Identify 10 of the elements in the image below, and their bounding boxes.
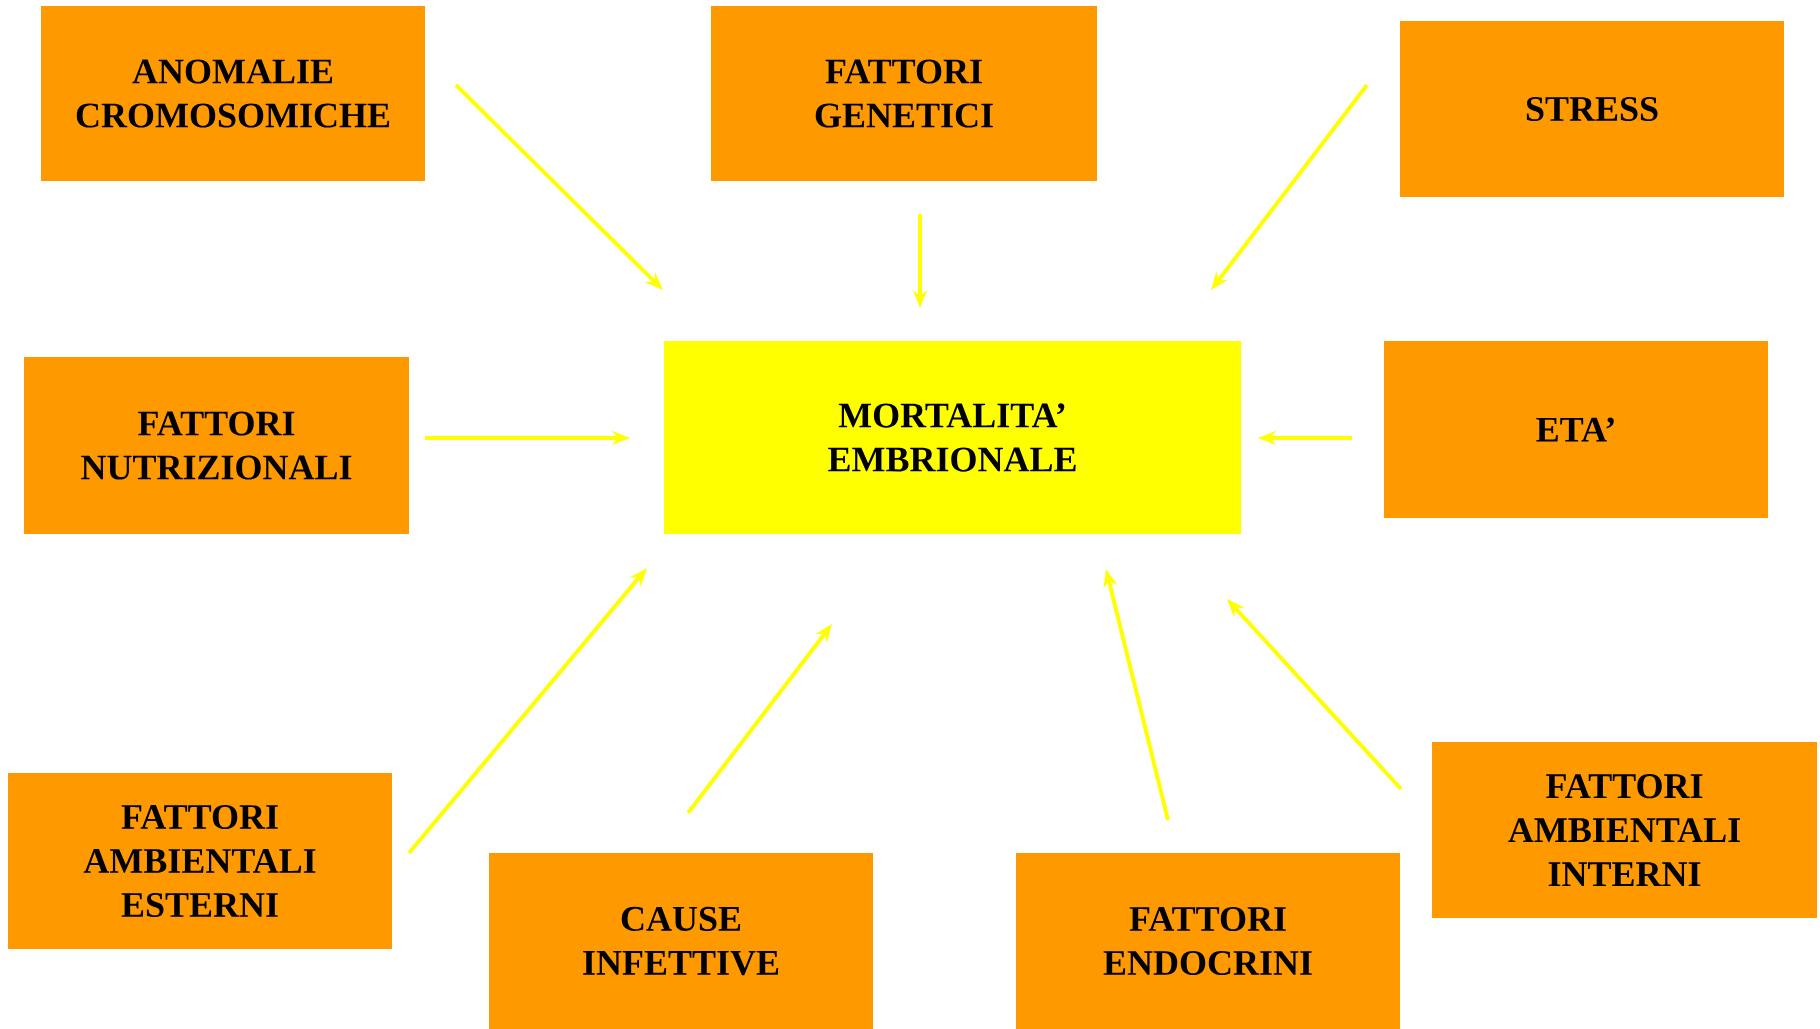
factor-box: ANOMALIE CROMOSOMICHE [41,6,425,181]
factor-box: FATTORI GENETICI [711,6,1097,181]
factor-box: ETA’ [1384,341,1768,518]
central-box: MORTALITA’ EMBRIONALE [664,341,1241,534]
factor-box: FATTORI ENDOCRINI [1016,853,1400,1029]
factor-box: FATTORI NUTRIZIONALI [24,357,409,534]
factor-box: FATTORI AMBIENTALI ESTERNI [8,773,392,949]
factor-box: STRESS [1400,21,1784,197]
factor-box: FATTORI AMBIENTALI INTERNI [1432,742,1817,918]
factor-box: CAUSE INFETTIVE [489,853,873,1029]
